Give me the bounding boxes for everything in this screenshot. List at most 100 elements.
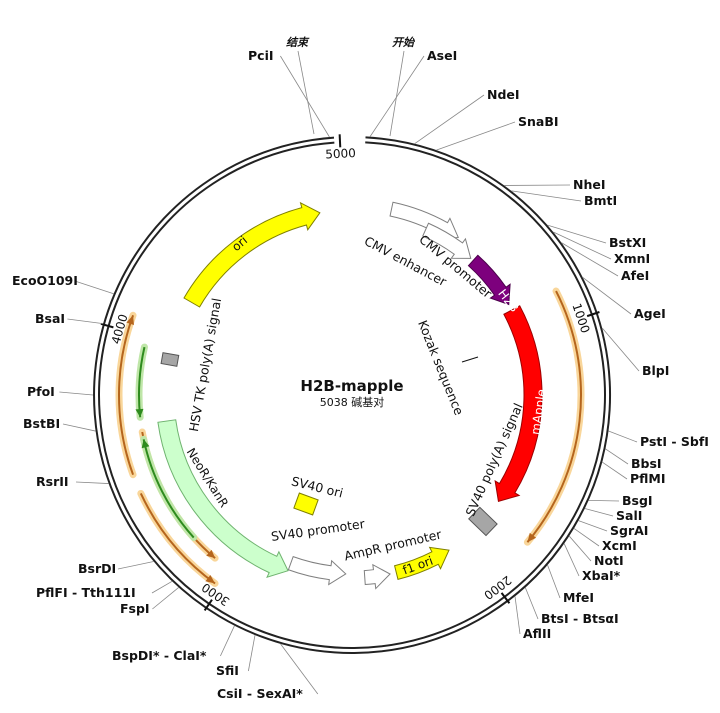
site-label: BsaI [35,311,65,326]
site-label: NdeI [487,87,520,102]
site-label: EcoO109I [12,273,78,288]
site-leader [436,121,516,151]
site-leader [280,55,330,138]
site-leader [601,327,640,372]
ampr-promoter-arrow [363,563,391,590]
site-label: SgrAI [610,523,648,538]
site-leader [59,391,94,396]
hsv-orf-head [126,315,134,325]
site-label: SfiI [216,663,239,678]
site-leader [369,55,425,137]
mapple-orf-head [527,532,537,543]
site-label: FspI [120,601,150,616]
hsv-tk-polya-box [160,352,180,367]
site-leader [67,318,104,325]
end-marker-line [297,50,315,135]
neor-orf-short-head [135,408,144,418]
site-label: PciI [248,48,274,63]
site-leader [608,430,638,443]
site-leader [547,224,607,244]
site-leader [220,625,235,657]
kozak-mark [461,356,479,363]
ori-arrow [183,201,321,308]
site-label: BstBI [23,416,60,431]
mapple-arrow [494,305,543,503]
neor-orf-green-head [141,439,150,449]
site-label: BsgI [622,493,653,508]
site-leader [588,499,620,502]
neor-orf-green-line [142,439,195,539]
tick-mark [203,599,213,611]
backbone-outer-ring [93,136,612,654]
f1-ori-arrow [393,546,450,580]
orf-arrows-layer [115,287,585,587]
site-leader [248,635,256,672]
site-leader [582,277,632,315]
site-leader [573,528,600,547]
site-label: BspDI* - ClaI* [112,648,207,663]
site-leader [414,94,485,145]
site-leader [280,643,319,695]
site-label: BmtI [584,193,617,208]
site-label: BlpI [642,363,669,378]
site-label: BstXI [609,235,646,250]
site-label: XbaI* [582,568,621,583]
neor-orf-outer-head [206,549,216,559]
ampr-orf-head [205,574,216,584]
neor-arrow [157,419,289,578]
site-label: RsrII [36,474,69,489]
site-leader [563,543,580,577]
site-leader [75,481,109,484]
site-label: BsrDI [78,561,116,576]
site-leader [151,580,173,594]
sv40-ori-box [293,492,319,516]
tick-label: 2000 [481,573,514,603]
ampr-orf-line [139,493,216,585]
site-label: PfoI [27,384,55,399]
sv40-promoter-label: SV40 promoter [270,516,366,544]
plasmid-length: 5038 碱基对 [320,395,385,409]
site-leader [152,587,179,610]
site-label: AgeI [634,306,666,321]
site-label: PflMI [630,471,666,486]
site-leader [553,231,612,260]
site-leader [561,242,619,277]
site-label: PflFI - Tth111I [36,585,136,600]
tick-mark [586,311,600,318]
site-label: SnaBI [518,114,559,129]
mapple-orf-line [526,290,582,543]
site-label: MfeI [563,590,594,605]
start-marker-line [389,50,405,137]
site-leader [62,423,96,432]
kozak-label: Kozak sequence [415,318,467,417]
backbone-inner-ring [98,141,606,649]
site-label: PstI - SbfI [640,434,709,449]
site-leader [74,280,114,295]
site-label: BtsI - BtsαI [541,611,619,626]
sv40-promoter-arrow [287,555,347,586]
site-leader [117,561,154,570]
site-label: AfeI [621,268,649,283]
site-label: CsiI - SexAI* [217,686,303,701]
tick-mark [500,592,511,604]
site-leader [605,448,629,465]
plasmid-center-label: H2B-mapple 5038 碱基对 [300,377,403,409]
hsv-tk-polya-label: HSV TK poly(A) signal [186,297,224,433]
f1-ori-label: f1 ori [401,554,435,578]
tick-mark [338,134,342,148]
mapple-label: mApple [528,388,548,435]
site-leader [547,564,561,599]
site-leader [514,596,521,635]
site-label: NotI [594,553,624,568]
site-leader [578,520,608,532]
site-leader [511,190,582,202]
cmv-promoter-arrow [422,222,472,259]
site-leader [568,535,592,562]
site-label: XcmI [602,538,637,553]
start-marker-label: 开始 [392,36,416,49]
end-marker-label: 结束 [286,36,310,49]
site-label: BbsI [631,456,662,471]
tick-label: 5000 [325,146,356,161]
